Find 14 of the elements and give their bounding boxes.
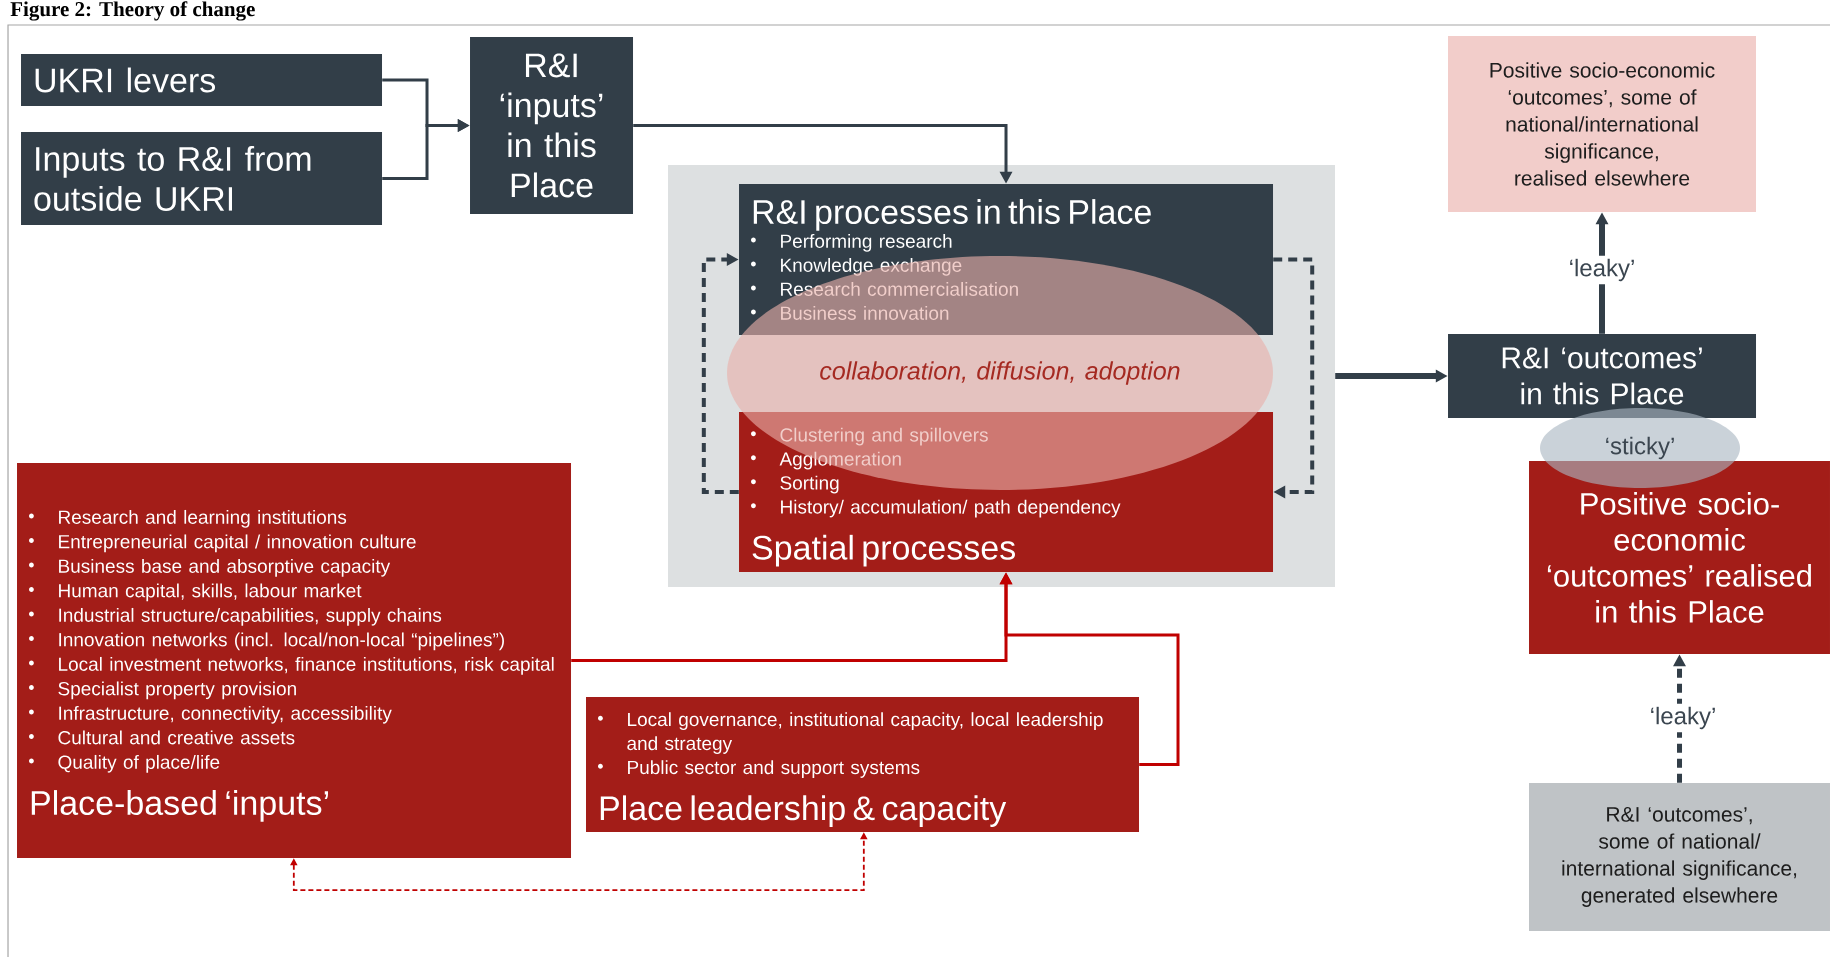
outcome-box: Positive socio-economic ‘outcomes’ realised in this Place <box>1529 461 1830 654</box>
outcome-box: Positive socio-economic ‘outcomes’, some of national/international significance, realised elsewhere <box>1448 36 1756 212</box>
input-box: Research and learning institutions Entrepreneurial capital / innovation culture Business base and absorptive capacity Human capital, skills, labour market Industrial structure/capabilities, supply chains Innovation networks (incl. local/non-local “pipelines”) Local investment networks, finance institutions, risk capital Specialist property provision Infrastructure, connectivity, accessibility Cultural and creative assets Quality of place/life Place-based ‘inputs’ <box>17 463 571 858</box>
capacity-box: Local governance, institutional capacity, local leadership and strategy Public sector and support systems Place leadership & capacity <box>586 697 1139 832</box>
outcome-box: R&I ‘outcomes’ in this Place <box>1448 334 1756 418</box>
edge-label: ‘leaky’ <box>1565 255 1639 285</box>
arrow <box>1273 257 1315 499</box>
input-box: Inputs to R&I from outside UKRI <box>21 132 382 225</box>
input-box: R&I ‘inputs’ in this Place <box>470 37 633 214</box>
figure-title: Figure 2: Theory of change <box>10 1 255 21</box>
edge-label: ‘leaky’ <box>1646 703 1720 733</box>
arrow <box>701 253 739 494</box>
outcome-box: R&I ‘outcomes’, some of national/ international significance, generated elsewhere <box>1529 783 1830 931</box>
lever-box: UKRI levers <box>21 54 382 106</box>
